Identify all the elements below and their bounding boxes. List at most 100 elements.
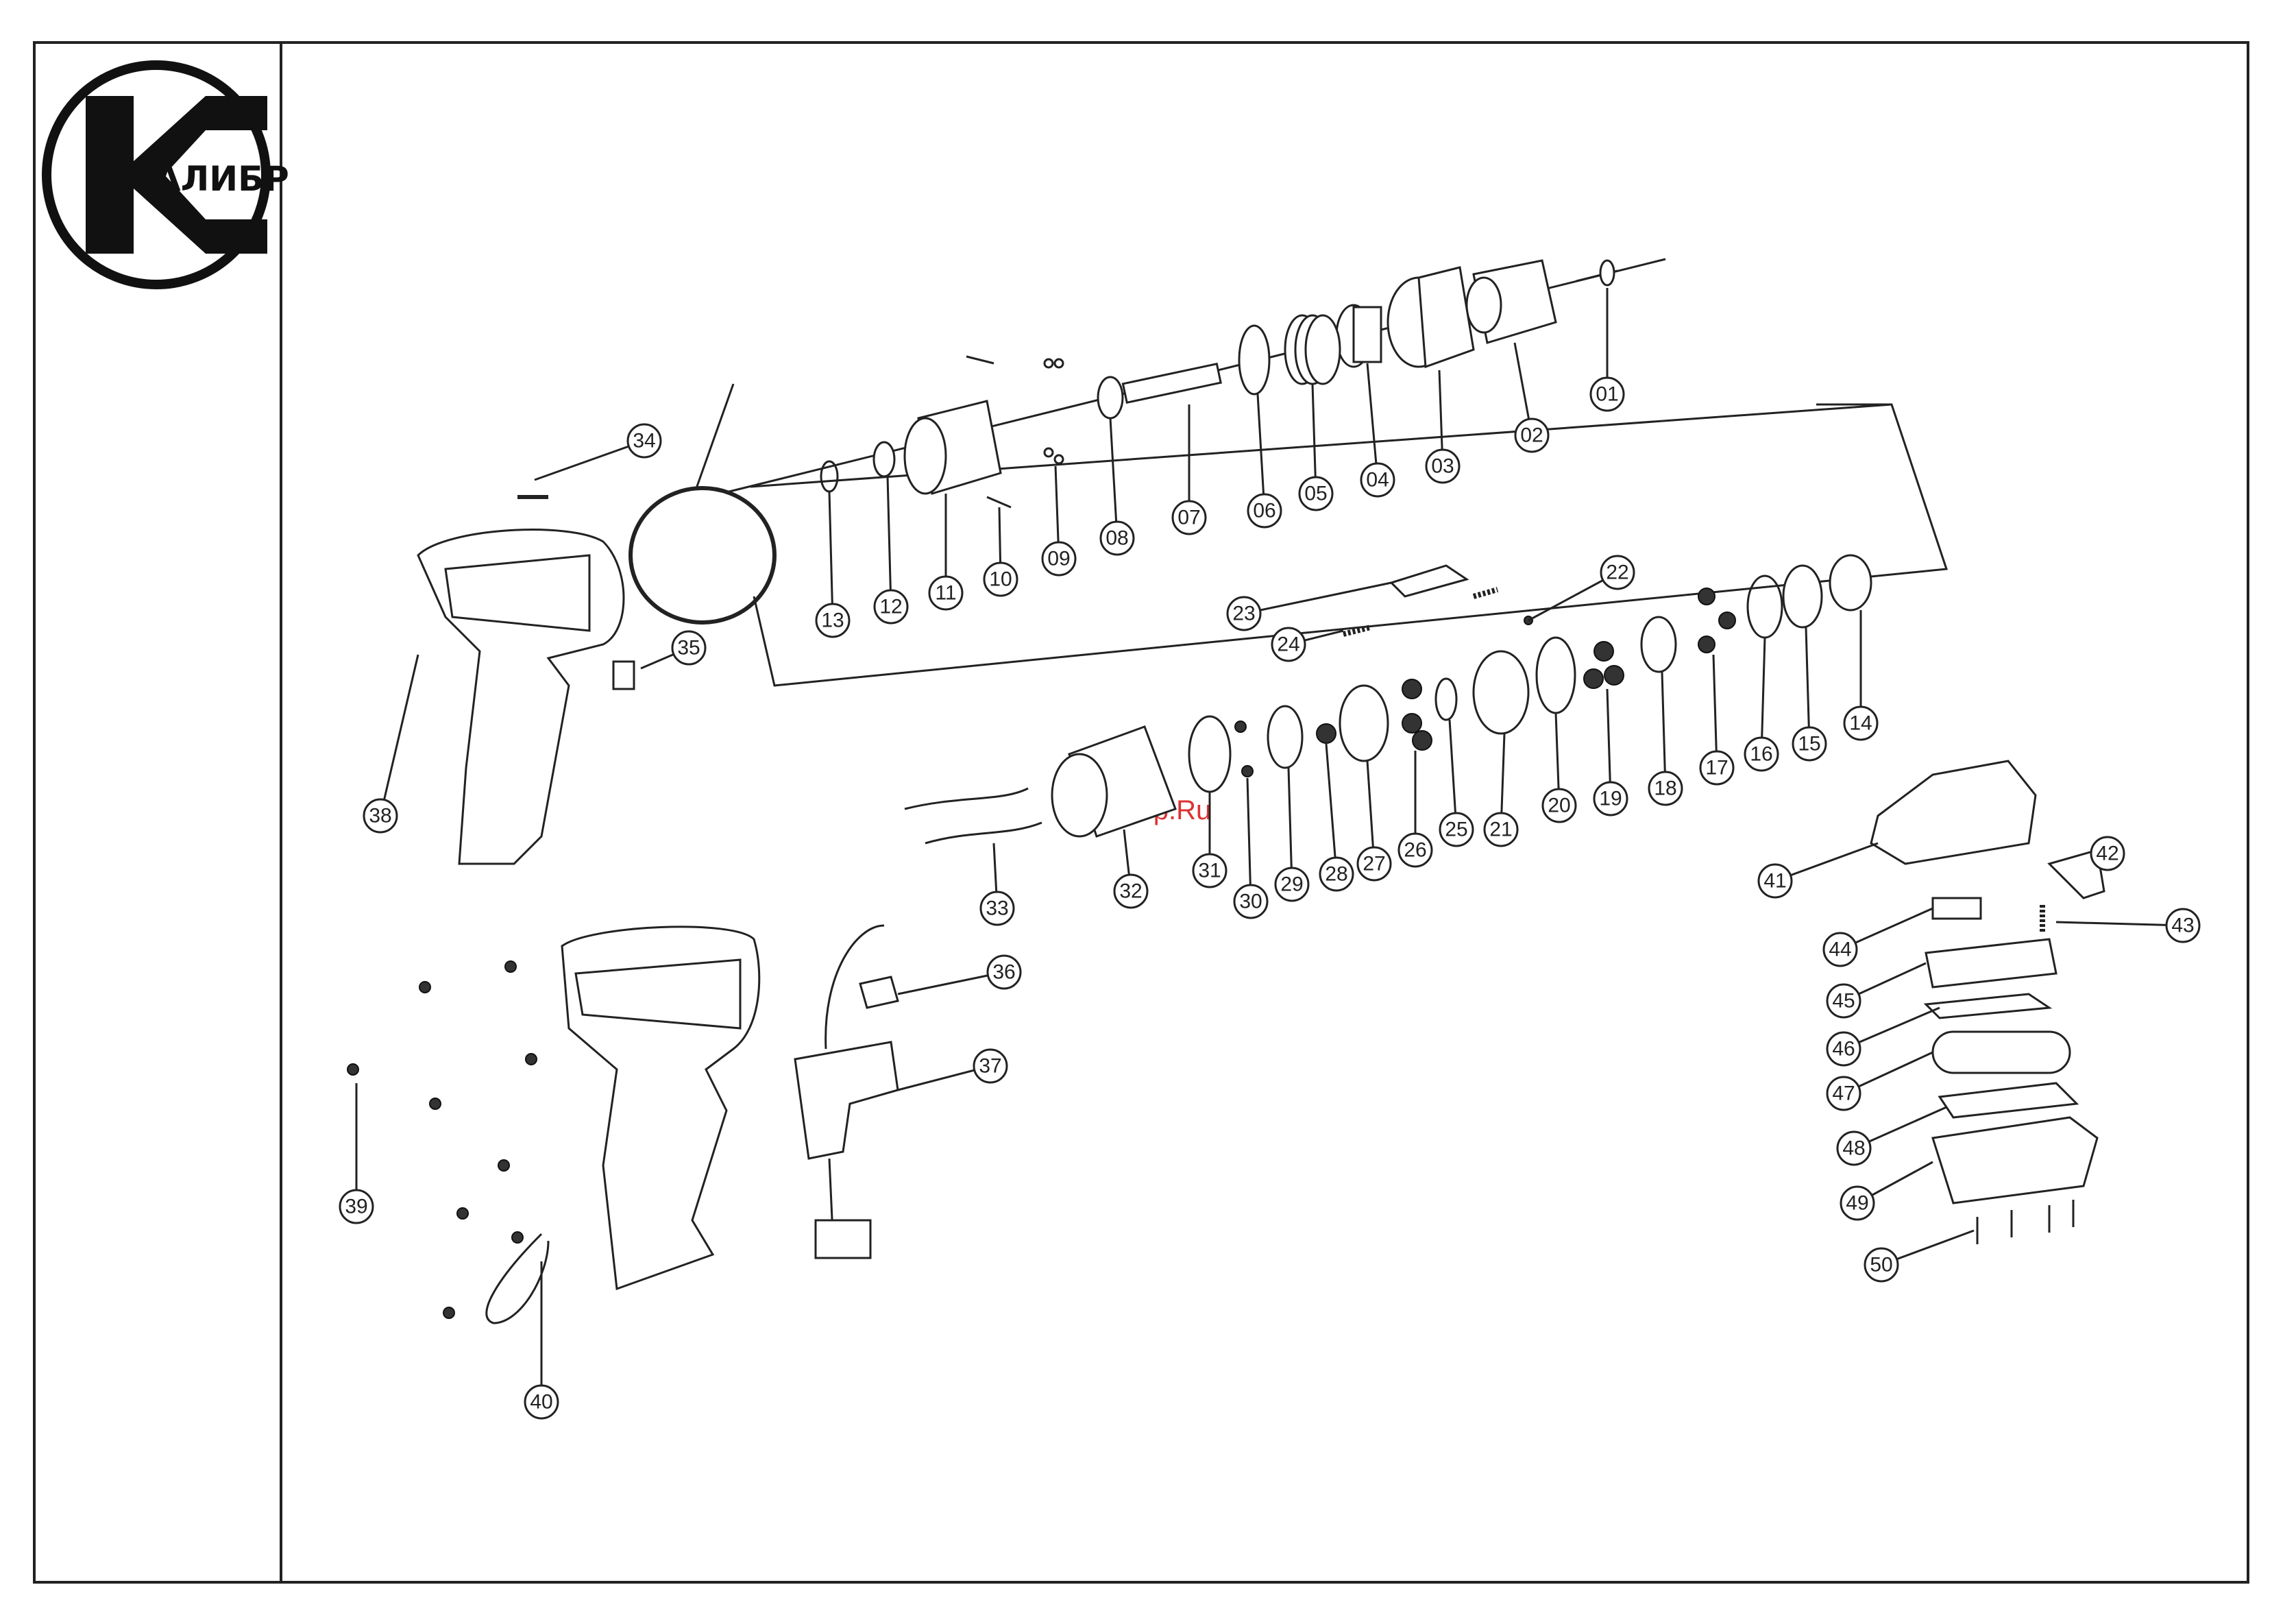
callout-number: 23 (1232, 603, 1255, 625)
part-23-switch-slider (1391, 566, 1467, 596)
part-30-screws (1235, 721, 1253, 777)
part-44-terminals (1933, 898, 1981, 919)
callout-number: 07 (1177, 507, 1200, 529)
callout-number: 16 (1750, 743, 1772, 766)
callout-17: 17 (1700, 655, 1733, 784)
part-29-washer (1268, 706, 1302, 768)
callout-number: 21 (1489, 819, 1512, 841)
part-14-ring-gear (1830, 555, 1871, 610)
callout-number: 22 (1606, 561, 1628, 584)
callout-32: 32 (1114, 830, 1147, 908)
callout-leader (1110, 418, 1117, 538)
callout-29: 29 (1275, 768, 1308, 901)
part-38-housing-left (418, 530, 624, 864)
callout-number: 44 (1829, 939, 1851, 961)
callout-number: 38 (369, 805, 391, 827)
callout-34: 34 (535, 424, 661, 480)
callout-07: 07 (1173, 404, 1206, 534)
logo-text: АЛИБР (154, 159, 289, 199)
callout-number: 24 (1277, 633, 1299, 656)
callout-44: 44 (1824, 908, 1933, 966)
callout-number: 06 (1253, 500, 1275, 522)
callout-06: 06 (1248, 394, 1281, 527)
callout-45: 45 (1827, 963, 1926, 1017)
callout-number: 12 (879, 596, 902, 618)
callout-number: 08 (1106, 527, 1128, 550)
callout-number: 49 (1846, 1192, 1868, 1215)
callout-number: 34 (633, 430, 655, 452)
callout-50: 50 (1865, 1231, 1974, 1281)
callout-number: 17 (1705, 757, 1728, 779)
callout-02: 02 (1515, 343, 1548, 452)
callout-25: 25 (1440, 720, 1473, 846)
callout-number: 35 (677, 637, 700, 659)
callout-26: 26 (1399, 751, 1432, 867)
callout-39: 39 (340, 1083, 373, 1223)
callout-number: 37 (979, 1055, 1001, 1078)
callout-13: 13 (816, 492, 849, 637)
part-33-wires (905, 788, 1042, 843)
callout-19: 19 (1594, 689, 1627, 815)
part-31-motor-plate (1189, 716, 1230, 792)
part-03-collar (1388, 267, 1474, 367)
callout-leader (1367, 363, 1378, 480)
callout-23: 23 (1228, 583, 1391, 630)
callout-number: 48 (1842, 1137, 1865, 1160)
part-06-clutch-plate (1239, 326, 1269, 394)
callout-35: 35 (641, 631, 705, 668)
callout-number: 26 (1404, 839, 1426, 862)
part-housing-right (562, 927, 759, 1289)
callout-30: 30 (1234, 778, 1267, 918)
callout-number: 15 (1798, 733, 1820, 755)
part-01-screw (1576, 261, 1617, 285)
part-20-ring-gear (1537, 638, 1575, 713)
callout-number: 29 (1280, 873, 1303, 896)
callout-14: 14 (1844, 610, 1877, 740)
callout-number: 40 (530, 1391, 552, 1414)
callout-number: 01 (1596, 383, 1618, 406)
callout-number: 09 (1047, 548, 1070, 570)
callout-number: 47 (1832, 1082, 1855, 1105)
callout-08: 08 (1101, 418, 1134, 555)
callout-41: 41 (1759, 843, 1878, 897)
part-17-planet-gears (1698, 588, 1735, 653)
callout-04: 04 (1361, 363, 1394, 496)
callout-number: 32 (1119, 880, 1142, 903)
callout-21: 21 (1485, 734, 1517, 846)
callout-09: 09 (1042, 466, 1075, 575)
part-47-cells (1933, 1032, 2070, 1073)
callout-27: 27 (1358, 761, 1391, 880)
callout-leader (1806, 627, 1809, 744)
callout-36: 36 (898, 956, 1021, 994)
part-37-trigger-switch (795, 925, 898, 1258)
part-48-holder (1940, 1083, 2077, 1117)
callout-number: 20 (1548, 795, 1570, 817)
callout-33: 33 (981, 843, 1014, 925)
callout-number: 42 (2096, 843, 2118, 865)
part-18-carrier (1641, 617, 1676, 672)
callout-48: 48 (1837, 1107, 1946, 1165)
callout-leader (1289, 768, 1292, 884)
callout-number: 46 (1832, 1038, 1855, 1061)
callout-number: 25 (1445, 819, 1467, 841)
housing-pointer-line (696, 384, 733, 490)
part-12-bushing (874, 442, 894, 476)
callout-number: 11 (935, 582, 956, 605)
part-07-spindle (1123, 364, 1221, 402)
callout-number: 33 (986, 897, 1008, 920)
part-04-sleeve (1336, 305, 1381, 367)
part-08-bearing (1098, 377, 1123, 418)
callout-22: 22 (1528, 556, 1634, 620)
callout-28: 28 (1320, 744, 1353, 891)
callout-37: 37 (898, 1050, 1007, 1090)
callout-number: 18 (1654, 777, 1676, 800)
callout-42: 42 (2091, 837, 2124, 870)
part-24-spring (1343, 590, 1498, 634)
callout-leader (888, 476, 891, 607)
part-25-sun-gear (1436, 679, 1456, 720)
callout-38: 38 (364, 655, 418, 832)
callout-11: 11 (929, 494, 962, 609)
part-41-battery-top (1871, 761, 2036, 864)
callout-leader (1244, 583, 1391, 614)
